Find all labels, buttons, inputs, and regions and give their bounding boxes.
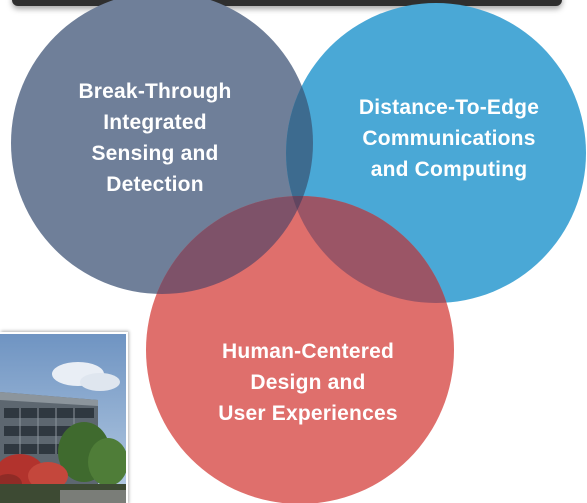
building-photo — [0, 332, 128, 503]
building-photo-image — [0, 334, 126, 503]
overlap-edge-human — [286, 196, 454, 303]
label-sensing: Break-Through Integrated Sensing and Det… — [78, 80, 232, 196]
label-human: Human-Centered Design and User Experienc… — [218, 340, 398, 425]
overlap-sensing-human — [146, 196, 313, 294]
label-edge: Distance-To-Edge Communications and Comp… — [358, 96, 540, 181]
top-bar — [12, 0, 562, 6]
